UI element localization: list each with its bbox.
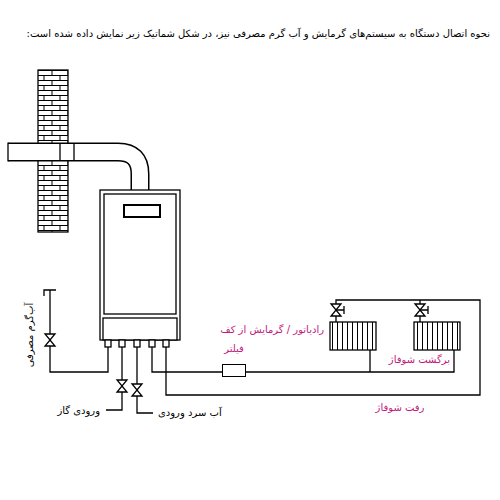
title: نحوه اتصال دستگاه به سیستم‌های گرمایش و … [20,28,490,40]
filter-node: فیلتر [222,343,246,377]
gas-label: ورودی گاز [57,405,100,417]
hot-water-pipe [50,290,108,372]
gas-pipe [106,347,122,410]
return-label: برگشت شوفاژ [389,354,450,366]
flow-label: رفت شوفاژ [376,402,425,414]
hot-water-label: آب‌گرم مصرفی [24,303,36,368]
cold-water-pipe [137,347,153,413]
radiator [414,322,460,350]
node-label: فیلتر [224,343,244,355]
flue-pipe [8,143,140,193]
pipe-connections [105,340,169,347]
radiator-label: رادیاتور / گرمایش از کف [220,324,324,336]
heating-return-pipe [152,347,454,372]
radiator [330,322,376,350]
filter-box [222,364,246,377]
heating-flow-pipe [166,300,480,395]
boiler [100,190,180,340]
cold-water-label: آب سرد ورودی [158,407,222,419]
valve-symbols [45,304,428,396]
tap-symbol [44,290,56,296]
